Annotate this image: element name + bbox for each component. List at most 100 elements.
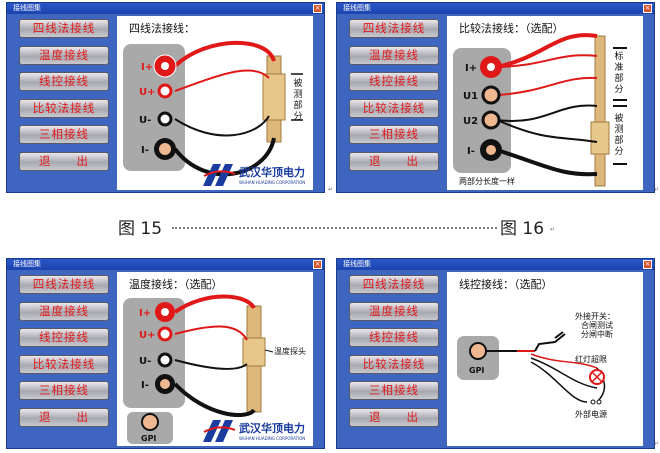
- menu-button-line-control[interactable]: 线控接线: [349, 72, 439, 91]
- window-temperature: 接线图集 × 四线法接线 温度接线 线控接线 比较法接线 三相接线 退 出 温度…: [6, 258, 325, 449]
- paragraph-mark: ↵: [654, 186, 660, 193]
- paragraph-mark: ↵: [654, 440, 660, 447]
- label-i-minus: I-: [467, 146, 475, 157]
- switch-path: [534, 333, 566, 352]
- label-u-plus: U+: [139, 330, 156, 341]
- gpi-label: GPI: [141, 434, 156, 443]
- window-four-wire: 接线图集 × 四线法接线 温度接线 线控接线 比较法接线 三相接线 退 出 四线…: [6, 2, 325, 193]
- dotted-leader: [172, 227, 497, 229]
- menu-button-exit[interactable]: 退 出: [19, 151, 109, 171]
- window-comparison: 接线图集 × 四线法接线 温度接线 线控接线 比较法接线 三相接线 退 出 比较…: [336, 2, 655, 193]
- label-u2: U2: [463, 116, 478, 127]
- wire-voltage-minus: [174, 359, 248, 370]
- paragraph-mark: ↵: [328, 186, 334, 193]
- side-menu: 四线法接线 温度接线 线控接线 比较法接线 三相接线 退 出: [19, 275, 109, 434]
- title-bar[interactable]: 接线图集 ×: [337, 3, 654, 14]
- gpi-terminal: [141, 413, 159, 431]
- wire-u2-b: [496, 119, 598, 143]
- title-bar[interactable]: 接线图集 ×: [7, 3, 324, 14]
- wire-voltage-plus: [174, 325, 248, 341]
- label-u-minus: U-: [139, 356, 151, 367]
- menu-button-four-wire[interactable]: 四线法接线: [349, 275, 439, 294]
- switch-label: 外接开关： 合闸测试 分闸中断: [575, 312, 615, 339]
- menu-button-line-control[interactable]: 线控接线: [349, 328, 439, 347]
- side-menu: 四线法接线 温度接线 线控接线 比较法接线 三相接线 退 出: [349, 275, 439, 434]
- wire-current-plus: [173, 40, 276, 68]
- window-title: 接线图集: [13, 260, 41, 268]
- title-bar[interactable]: 接线图集 ×: [7, 259, 324, 270]
- logo-icon: [203, 420, 236, 442]
- measured-label: 被 测 部 分: [293, 79, 303, 122]
- label-u1: U1: [463, 91, 478, 102]
- paragraph-mark: ↵: [550, 226, 556, 233]
- window-title: 接线图集: [343, 260, 371, 268]
- terminal-u-minus: [157, 352, 173, 368]
- wire-lamp-red: [530, 353, 598, 369]
- menu-button-exit[interactable]: 退 出: [19, 407, 109, 427]
- power-label: 外部电源: [575, 410, 607, 419]
- menu-button-comparison[interactable]: 比较法接线: [19, 98, 109, 118]
- menu-button-temperature[interactable]: 温度接线: [349, 301, 439, 321]
- menu-button-temperature[interactable]: 温度接线: [19, 301, 109, 321]
- terminal-u1: [481, 85, 501, 105]
- menu-button-three-phase[interactable]: 三相接线: [349, 125, 439, 144]
- probe-section: [242, 337, 266, 367]
- title-bar[interactable]: 接线图集 ×: [337, 259, 654, 270]
- wire-current-plus: [173, 294, 256, 314]
- measured-section: [262, 73, 286, 121]
- terminal-u-minus: [157, 111, 173, 127]
- window-line-control: 接线图集 × 四线法接线 温度接线 线控接线 比较法接线 三相接线 退 出 线控…: [336, 258, 655, 449]
- terminal-u2: [481, 110, 501, 130]
- menu-button-three-phase[interactable]: 三相接线: [19, 125, 109, 144]
- wire-current-minus: [496, 148, 598, 177]
- logo-name: 武汉华顶电力: [239, 166, 305, 179]
- label-i-plus: I+: [141, 62, 153, 73]
- label-i-plus: I+: [139, 308, 151, 319]
- menu-button-comparison[interactable]: 比较法接线: [19, 354, 109, 374]
- terminal-u-plus: [157, 83, 173, 99]
- menu-button-exit[interactable]: 退 出: [349, 151, 439, 171]
- panel-title: 比较法接线：（选配）: [459, 22, 564, 35]
- close-icon[interactable]: ×: [313, 260, 322, 269]
- diagram-panel: 四线法接线： I+ U+ U- I- 被 测: [117, 16, 313, 190]
- wiring-diagram: I+ U1 U2 I-: [453, 33, 627, 187]
- panel-title: 线控接线：（选配）: [459, 278, 553, 291]
- menu-button-four-wire[interactable]: 四线法接线: [19, 275, 109, 294]
- wire-power-1: [530, 361, 588, 403]
- close-icon[interactable]: ×: [643, 4, 652, 13]
- measured-section: [590, 121, 610, 155]
- label-u-minus: U-: [139, 115, 151, 126]
- menu-button-line-control[interactable]: 线控接线: [19, 72, 109, 91]
- close-icon[interactable]: ×: [313, 4, 322, 13]
- logo-subtitle: WUHAN HUADING CORPORATION: [239, 436, 306, 441]
- wiring-diagram: GPI: [457, 331, 606, 405]
- menu-button-temperature[interactable]: 温度接线: [19, 45, 109, 65]
- menu-button-comparison[interactable]: 比较法接线: [349, 354, 439, 374]
- diagram-panel: 温度接线：（选配） I+ U+ U- I- GPI 温度探头: [117, 272, 313, 446]
- logo-name: 武汉华顶电力: [239, 422, 305, 435]
- wire-u2-a: [496, 104, 598, 122]
- label-u-plus: U+: [139, 87, 156, 98]
- menu-button-exit[interactable]: 退 出: [349, 407, 439, 427]
- figure-16-caption: 图 16: [500, 219, 545, 239]
- wiring-diagram: I+ U+ U- I- GPI: [123, 294, 274, 444]
- panel-title: 温度接线：（选配）: [129, 278, 223, 291]
- terminal-block: [123, 298, 185, 408]
- switch-lever: [554, 331, 564, 339]
- measured-label: 被 测 部 分: [614, 114, 624, 157]
- menu-button-four-wire[interactable]: 四线法接线: [349, 19, 439, 38]
- close-icon[interactable]: ×: [643, 260, 652, 269]
- wiring-diagram: I+ U+ U- I-: [123, 40, 303, 177]
- wire-lamp-black: [530, 357, 598, 389]
- menu-button-three-phase[interactable]: 三相接线: [349, 381, 439, 400]
- probe-label: 温度探头: [274, 347, 306, 356]
- menu-button-temperature[interactable]: 温度接线: [349, 45, 439, 65]
- standard-label: 标 准 部 分: [614, 52, 624, 95]
- menu-button-comparison[interactable]: 比较法接线: [349, 98, 439, 118]
- menu-button-four-wire[interactable]: 四线法接线: [19, 19, 109, 38]
- menu-button-line-control[interactable]: 线控接线: [19, 328, 109, 347]
- wire-voltage-minus: [174, 115, 270, 137]
- label-i-minus: I-: [141, 380, 149, 391]
- menu-button-three-phase[interactable]: 三相接线: [19, 381, 109, 400]
- window-title: 接线图集: [13, 4, 41, 12]
